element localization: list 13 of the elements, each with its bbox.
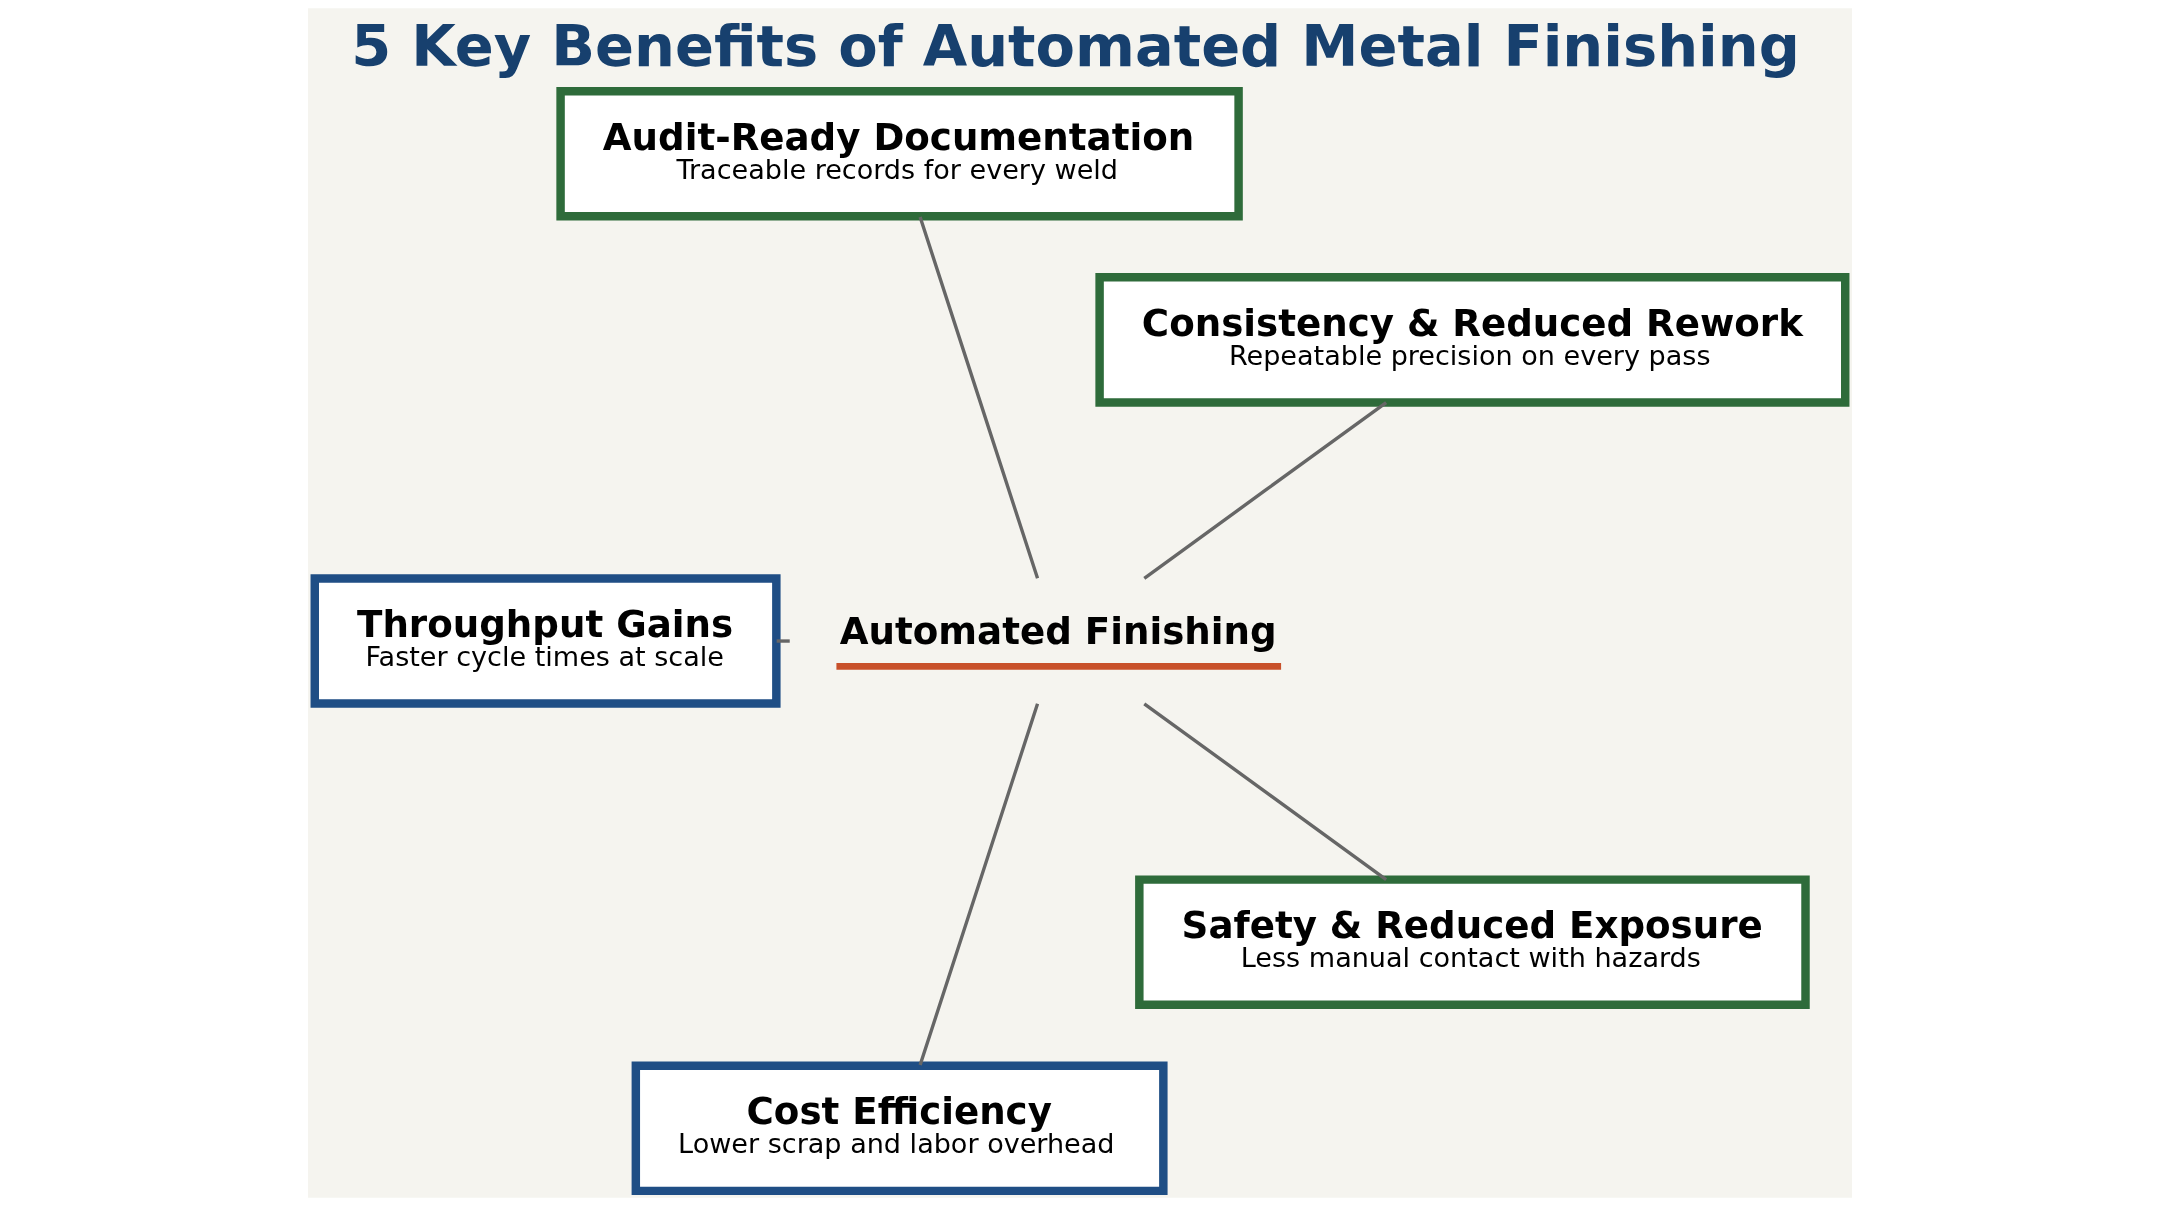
connector	[776, 639, 790, 643]
node-box: Throughput Gains Faster cycle times at scale	[310, 574, 781, 708]
node-box: Consistency & Reduced Rework Repeatable precision on every pass	[1095, 273, 1850, 407]
node-box: Audit-Ready Documentation Traceable records for every weld	[556, 86, 1243, 221]
node-box	[836, 663, 1282, 670]
node-label: Automated Finishing	[839, 608, 1277, 653]
connector	[918, 703, 1040, 1066]
connector	[918, 216, 1040, 579]
connector	[1143, 401, 1388, 580]
node-box: Cost Efficiency Lower scrap and labor overhead	[631, 1061, 1168, 1196]
diagram-title: 5 Key Benefits of Automated Metal Finishing	[351, 13, 1800, 81]
node-box: Safety & Reduced Exposure Less manual contact with hazards	[1135, 875, 1810, 1009]
connector	[1143, 702, 1388, 881]
